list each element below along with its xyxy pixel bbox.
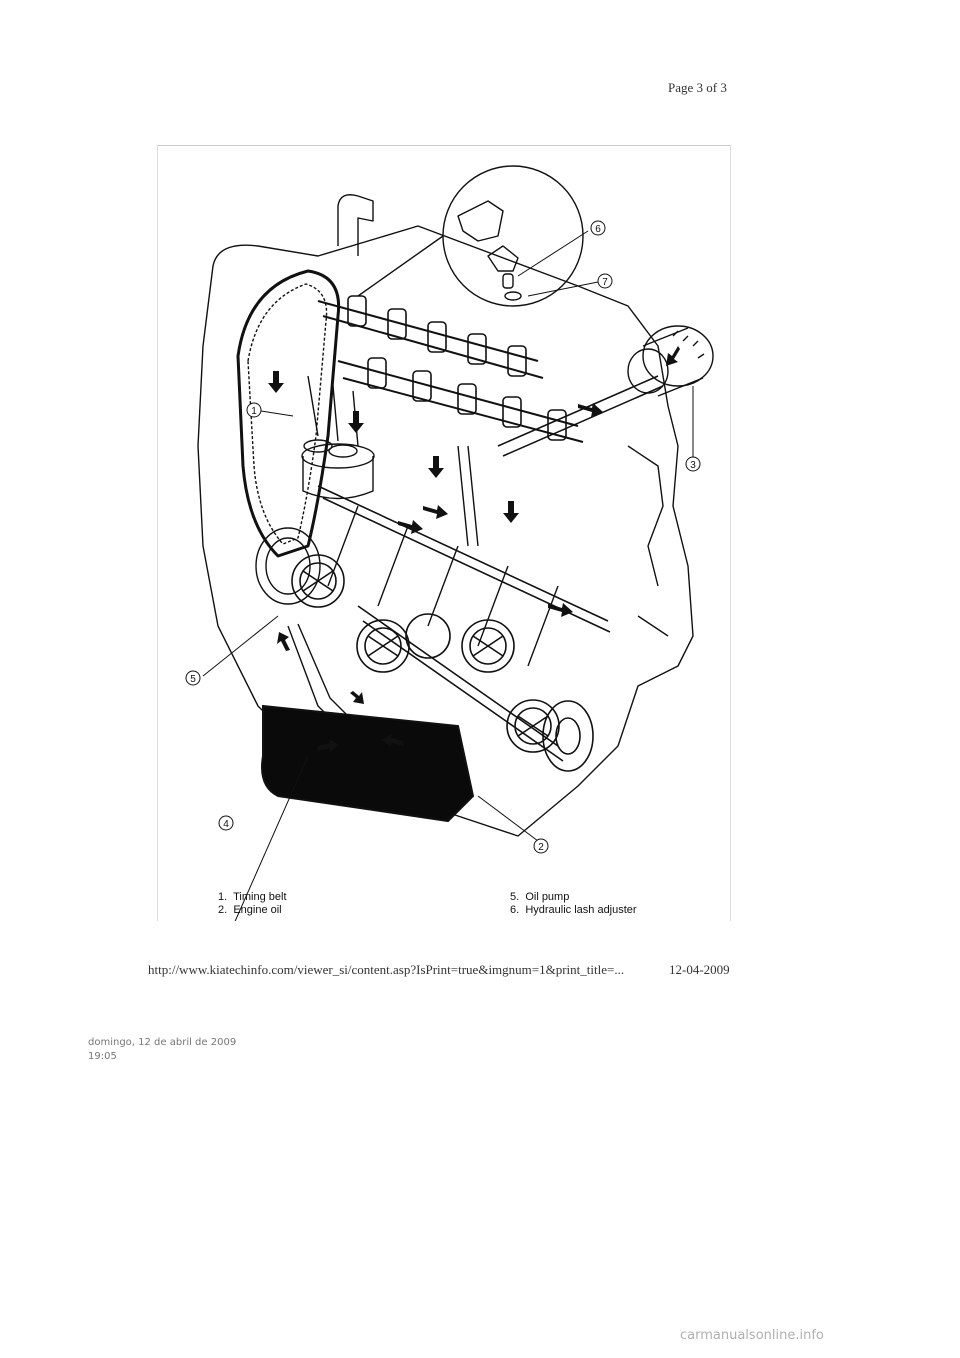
callout-7: 7 [602, 277, 608, 288]
legend-item: 2. Engine oil [218, 904, 282, 916]
legend-number: 6. [510, 904, 520, 916]
legend-label: Engine oil [233, 904, 282, 916]
source-url: http://www.kiatechinfo.com/viewer_si/con… [148, 962, 625, 977]
callout-1: 1 [251, 406, 257, 417]
oil-filter [627, 325, 714, 397]
callout-3: 3 [690, 460, 696, 471]
callout-6: 6 [595, 224, 601, 235]
callout-5: 5 [190, 674, 196, 685]
legend-label: Timing belt [233, 891, 287, 903]
note-time: 19:05 [88, 1051, 117, 1062]
watermark: carmanualsonline.info [680, 1328, 824, 1343]
timing-belt [236, 269, 341, 558]
legend-label: Hydraulic lash adjuster [525, 904, 637, 916]
camshaft-lower [337, 360, 584, 443]
legend-number: 5. [510, 891, 520, 903]
camshaft-upper [317, 300, 544, 379]
legend-number: 2. [218, 904, 228, 916]
callout-2: 2 [538, 842, 544, 853]
legend-label: Oil pump [525, 891, 570, 903]
crankshaft [291, 554, 594, 772]
oil-pan [261, 704, 475, 823]
note-date: domingo, 12 de abril de 2009 [88, 1037, 237, 1048]
callout-4: 4 [223, 819, 229, 830]
engine-illustration: 1 2 3 4 5 6 7 [185, 165, 714, 921]
page-number: Page 3 of 3 [668, 80, 727, 95]
oil-pump [255, 527, 321, 605]
engine-lubrication-diagram: 1 2 3 4 5 6 7 1. Timing belt 2. Engine o… [157, 145, 731, 921]
legend-item: 5. Oil pump [510, 891, 569, 903]
legend-item: 1. Timing belt [218, 891, 287, 903]
piston [302, 456, 374, 500]
legend-item: 6. Hydraulic lash adjuster [510, 904, 637, 916]
legend-number: 1. [218, 891, 228, 903]
print-date: 12-04-2009 [669, 962, 730, 977]
